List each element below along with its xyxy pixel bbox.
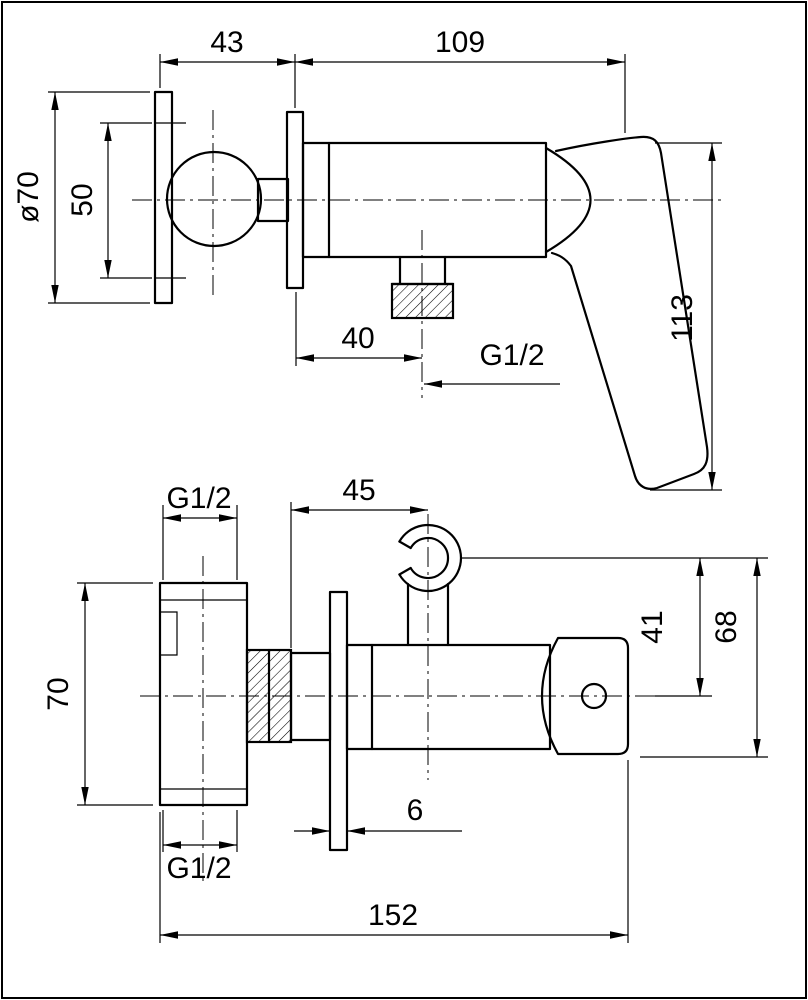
- top-body: [345, 643, 552, 751]
- handle-screw-hole: [580, 682, 608, 710]
- dimension-label-68: 68: [710, 610, 743, 643]
- dimension-50: 50: [66, 122, 152, 279]
- thread-label-g12: G1/2: [479, 339, 544, 372]
- dimension-70: 70: [42, 582, 153, 806]
- dimension-6: 6: [294, 794, 462, 835]
- dimension-label-6: 6: [407, 794, 424, 827]
- callout-outlet-thread: G1/2: [424, 339, 560, 388]
- callout-inlet-thread-bottom: G1/2: [162, 810, 238, 885]
- dimension-113: 113: [650, 142, 722, 491]
- holder-lip-top: [398, 540, 412, 550]
- dimension-label-50: 50: [66, 183, 99, 216]
- holder-outer-arc: [398, 523, 462, 593]
- dimension-152: 152: [159, 760, 629, 943]
- side-body: [301, 141, 548, 259]
- top-escutcheon: [328, 590, 349, 852]
- dimension-label-70: 70: [42, 677, 75, 710]
- handle-top-view: [540, 636, 630, 756]
- callout-inlet-thread-top: G1/2: [162, 482, 238, 580]
- dimension-label-152: 152: [368, 899, 418, 932]
- dimension-label-43: 43: [210, 26, 243, 59]
- wall-plate: [153, 90, 174, 305]
- thread-label-g12-top: G1/2: [166, 482, 231, 515]
- top-view: G1/2 45 70 41 68: [42, 474, 768, 943]
- dimension-label-40: 40: [341, 322, 374, 355]
- side-view: 43 109 ø70 50 40: [12, 26, 725, 491]
- holder-lip-bottom: [398, 566, 412, 576]
- dimension-label-109: 109: [435, 26, 485, 59]
- dimension-68: 68: [640, 558, 768, 758]
- dimension-43: 43: [159, 26, 296, 108]
- dimension-41: 41: [462, 557, 768, 697]
- lever-handle: [550, 135, 709, 490]
- dimension-40: 40: [295, 292, 422, 366]
- outlet-thread-block: [390, 282, 455, 320]
- cartridge-dome: [544, 146, 592, 254]
- holder-inner-arc: [409, 536, 450, 580]
- holder-ball: [165, 150, 263, 248]
- dimension-45: 45: [290, 474, 428, 648]
- dimension-label-dia70: ø70: [12, 171, 45, 223]
- dimension-label-41: 41: [636, 610, 669, 643]
- valve-notch: [160, 611, 178, 656]
- dimension-label-113: 113: [666, 294, 699, 342]
- dimension-109: 109: [295, 26, 626, 133]
- dimension-dia70: ø70: [12, 91, 150, 304]
- dimension-label-45: 45: [342, 474, 375, 507]
- shower-holder: [398, 523, 462, 647]
- thread-label-g12-bottom: G1/2: [166, 852, 231, 885]
